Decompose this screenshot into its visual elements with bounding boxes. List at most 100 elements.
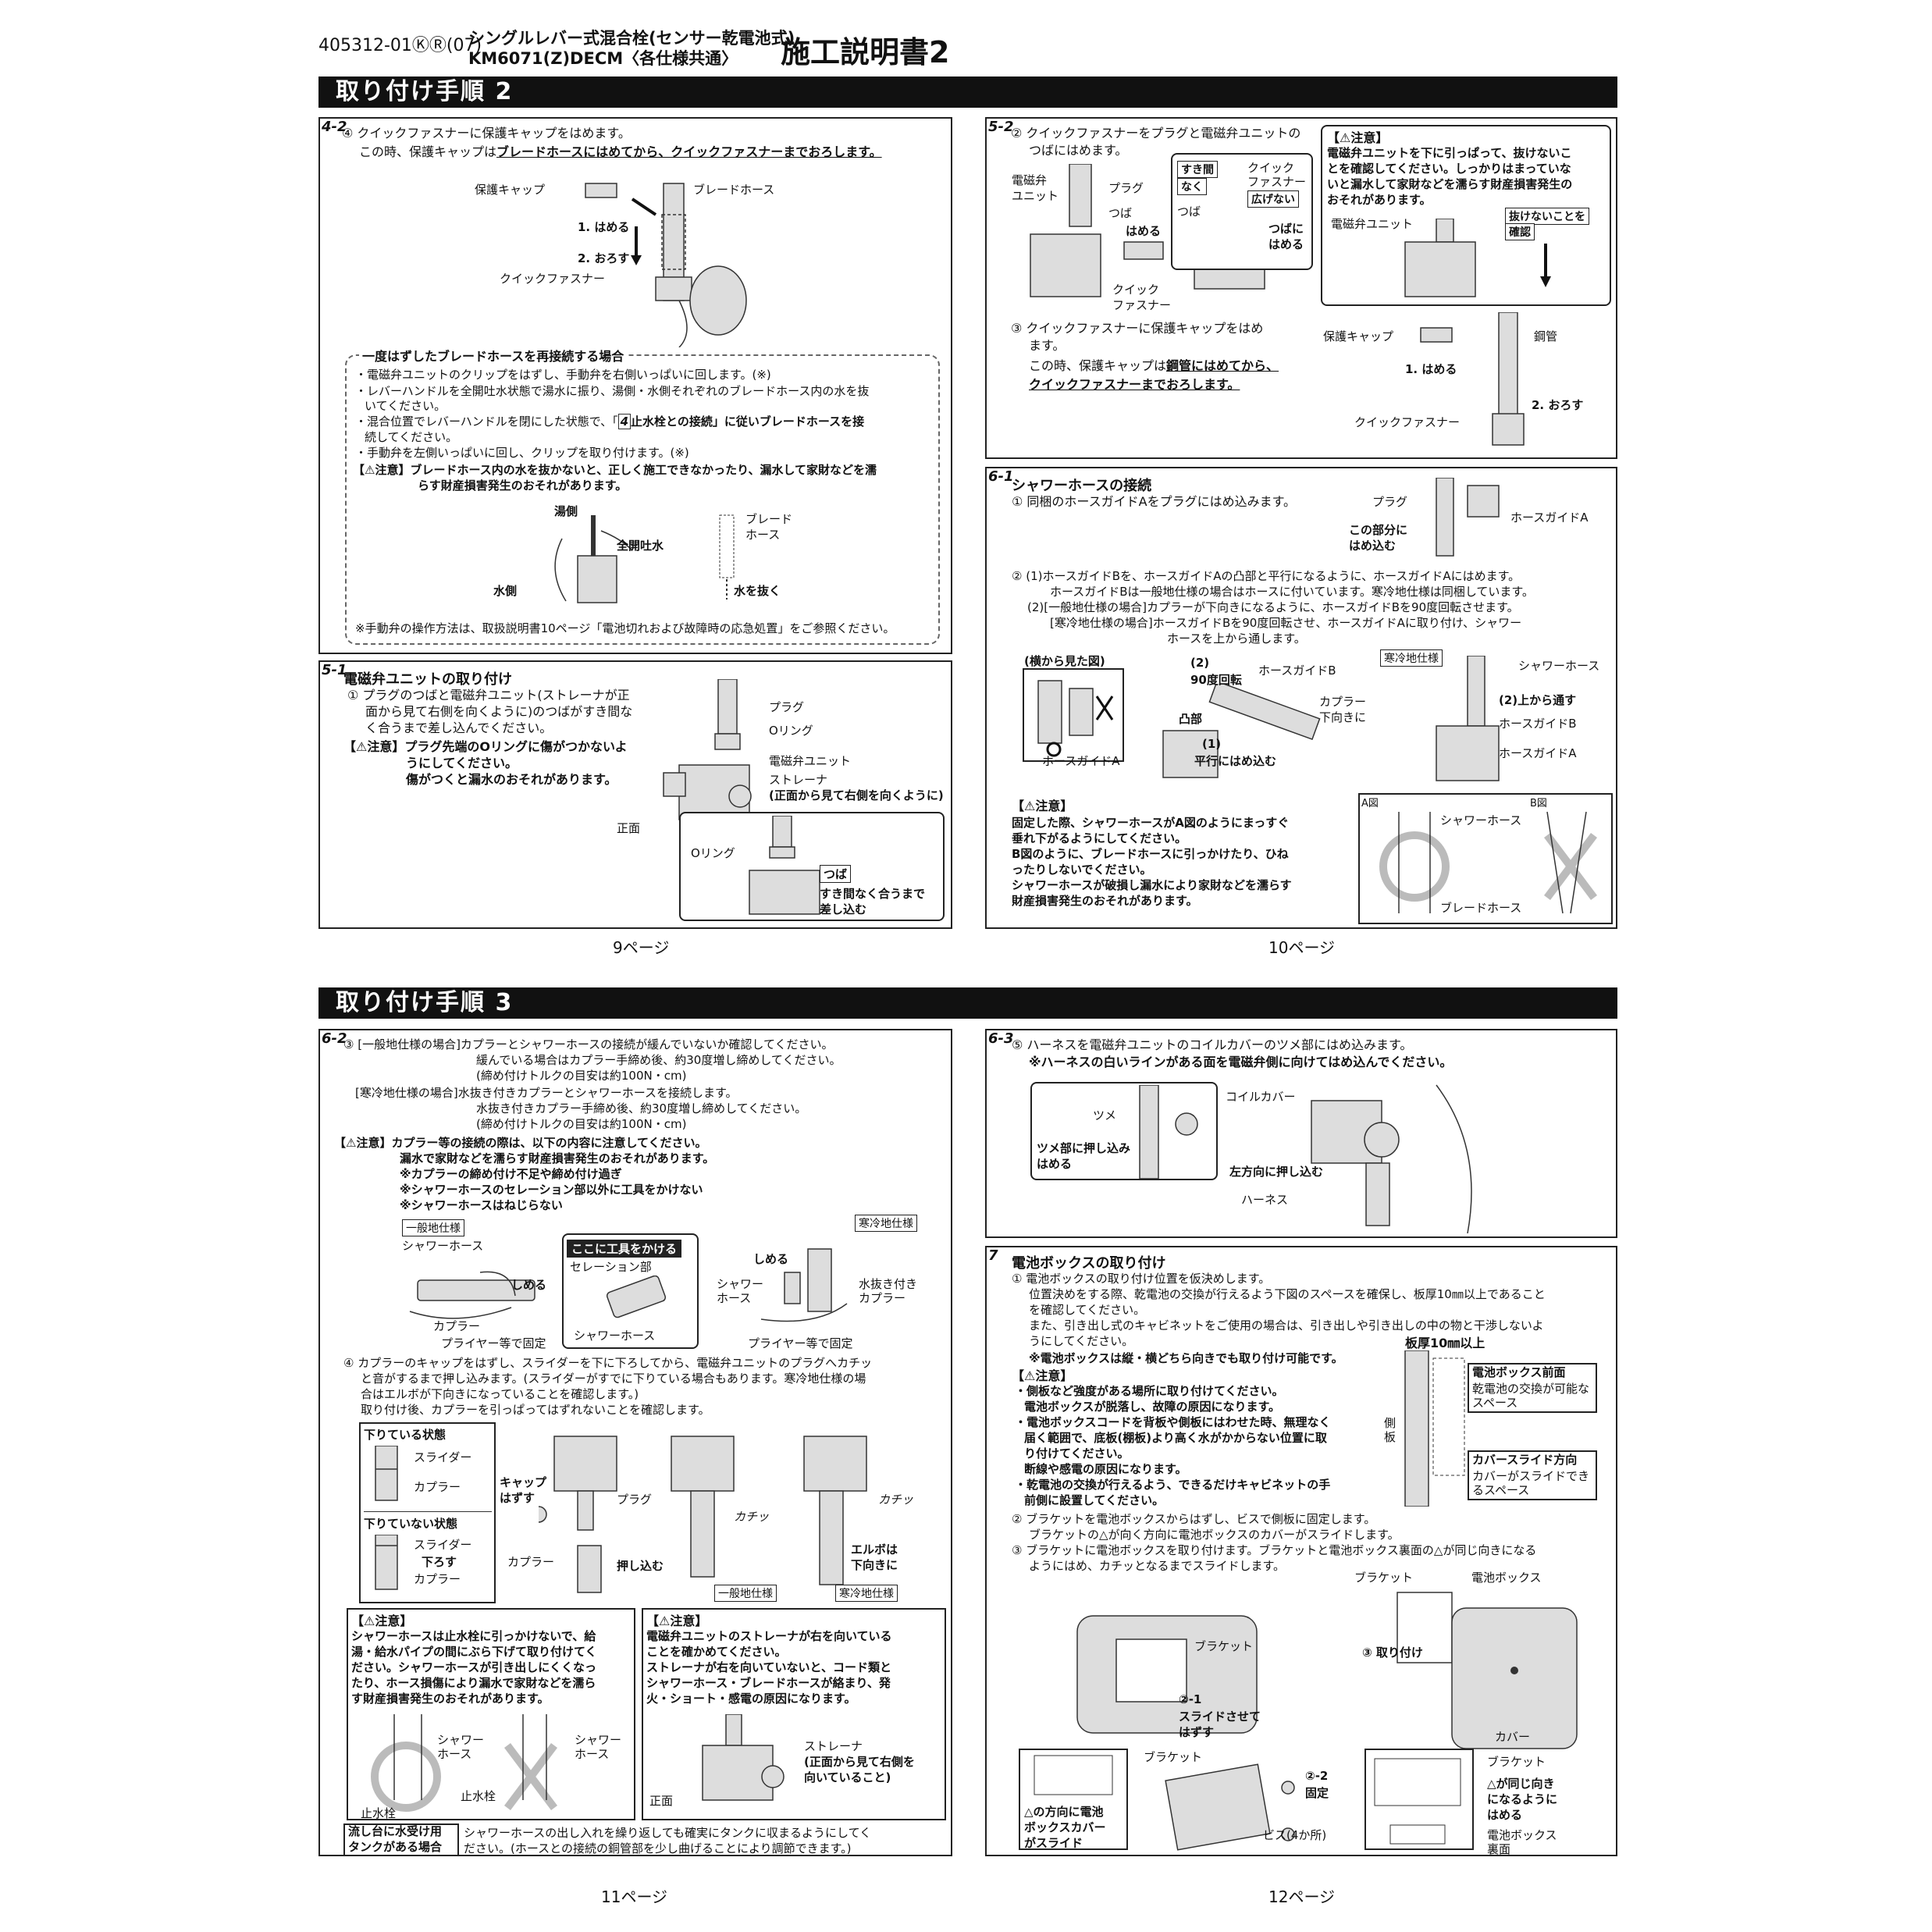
label-coupler: カプラー: [1319, 695, 1367, 709]
caution-text: ことを確かめてください。: [646, 1645, 787, 1659]
label-shower-hose: シャワーホース: [574, 1329, 656, 1343]
instruction-text: 水抜き付きカプラー手締め後、約30度増し締めしてください。: [476, 1101, 807, 1115]
product-line-2: KM6071(Z)DECM〈各仕様共通〉: [468, 49, 738, 68]
section-band-3: 取り付け手順 3: [318, 987, 1617, 1019]
step-number: 6-3: [988, 1030, 1014, 1047]
tank-case-label-box: [343, 1823, 459, 1856]
label-flange: つば: [820, 865, 852, 883]
label-braided-hose: ブレードホース: [693, 183, 775, 197]
label-back-face: 裏面: [1487, 1842, 1511, 1856]
instruction-text: ホースガイドBは一般地仕様の場合はホースに付いています。寒冷地仕様は同梱していま…: [1050, 585, 1534, 599]
label-stop-valve: 止水栓: [361, 1806, 397, 1820]
label-hose-guide-a: ホースガイドA: [1510, 511, 1589, 525]
label-tank-case-2: タンクがある場合: [348, 1840, 443, 1854]
caution-text: ※シャワーホースのセレーション部以外に工具をかけない: [400, 1183, 703, 1197]
caution-text: 電池ボックスが脱落し、故障の原因になります。: [1024, 1400, 1281, 1414]
instruction-text: ブラケットの△が向く方向に電池ボックスのカバーがスライドします。: [1029, 1528, 1400, 1542]
label-lower: 2. おろす: [578, 251, 630, 265]
label-serration: セレーション部: [570, 1260, 652, 1274]
label-lower: 2. おろす: [1532, 398, 1584, 412]
instruction-text: (2)[一般地仕様の場合]カプラーが下向きになるように、ホースガイドBを90度回…: [1027, 600, 1519, 614]
label-shower: シャワー: [717, 1277, 764, 1291]
label-protective-cap: 保護キャップ: [1323, 329, 1394, 343]
detail-inset: [679, 812, 945, 921]
ref-step: 4: [617, 414, 632, 429]
label-coupler: カプラー: [414, 1480, 461, 1494]
instruction-text: つばにはめます。: [1029, 143, 1128, 158]
label-strainer-direction: (正面から見て右側を: [804, 1755, 915, 1769]
claw-detail-figure: [1139, 1085, 1198, 1179]
caution-text: 前側に設置してください。: [1024, 1493, 1165, 1507]
step-title: 電磁弁ユニットの取り付け: [343, 671, 512, 688]
coupler-lowered-figure: [375, 1446, 398, 1501]
step-7-box: [985, 1246, 1617, 1856]
ab-comparison-inset: [1358, 793, 1613, 924]
instruction-text: 位置決めをする際、乾電池の交換が行えるよう下図のスペースを確保し、板厚10㎜以上…: [1029, 1287, 1546, 1301]
caution-text: り付けてください。: [1024, 1446, 1130, 1461]
side-view-figure: [1037, 680, 1114, 757]
label-fix: 固定: [1305, 1786, 1329, 1800]
shower-hose-hanging-figure: [371, 1714, 557, 1812]
label-shower: シャワー: [575, 1733, 622, 1747]
label-flange: つば: [1177, 205, 1201, 219]
cold-region-guide-figure: [1436, 656, 1500, 781]
caution-text: 財産損害発生のおそれがあります。: [1012, 894, 1198, 908]
label-slide-direction-3: がスライド: [1024, 1836, 1083, 1850]
caution-text: たり、ホース損傷により漏水で家財などを濡ら: [351, 1676, 596, 1690]
label-cover: カバー: [1495, 1730, 1531, 1744]
lever-drain-figure: [554, 514, 735, 603]
caution-text: 電磁弁ユニットのストレーナが右を向いている: [646, 1629, 892, 1643]
label-push-in: 押し込む: [617, 1559, 664, 1573]
label-flange: つば: [1108, 206, 1133, 220]
hose-guide-a-figure: [1436, 478, 1500, 557]
label-downward: 下向きに: [1319, 710, 1367, 724]
oring-detail-figure: [749, 816, 820, 915]
instruction-text: ④ クイックファスナーに保護キャップをはめます。: [342, 126, 631, 141]
label-coupler: カプラー: [859, 1291, 906, 1305]
note-line: 続してください。: [365, 430, 458, 444]
harness-figure: [1311, 1084, 1472, 1233]
label-this-part: この部分に: [1349, 523, 1408, 537]
section-band-2: 取り付け手順 2: [318, 76, 1617, 108]
label-solenoid-unit: 電磁弁ユニット: [1331, 217, 1414, 231]
emphasis-text: クイックファスナーまでおろします。: [1029, 377, 1240, 392]
footnote: ※手動弁の操作方法は、取扱説明書10ページ「電池切れおよび故障時の応急処置」をご…: [355, 621, 895, 635]
label-plier-fix: プライヤー等で固定: [748, 1336, 853, 1350]
label-bracket: ブラケット: [1144, 1750, 1203, 1764]
label-click-sound: カチッ: [878, 1493, 914, 1507]
caution-title: 【⚠注意】: [351, 1614, 413, 1628]
label-battery-box: 電池ボックス: [1487, 1828, 1557, 1842]
hose-guide-b-figure: [1162, 684, 1321, 778]
label-front: 正面: [617, 821, 641, 835]
label-cold-side: 水側: [493, 584, 518, 598]
label-board-thickness: 板厚10㎜以上: [1405, 1336, 1485, 1350]
caution-text: いと漏水して家財などを濡らす財産損害発生の: [1327, 177, 1573, 191]
instruction-text: 面から見て右側を向くように)のつばがすき間な: [365, 704, 633, 719]
label-braided: ブレード: [745, 512, 793, 526]
label-tank-case: 流し台に水受け用: [348, 1824, 443, 1838]
label-hose-guide-b: ホースガイドB: [1499, 717, 1577, 731]
caution-text: シャワーホースは止水栓に引っかけないで、給: [351, 1629, 596, 1643]
strainer-direction-figure: [702, 1714, 785, 1801]
instruction-text: ※電池ボックスは縦・横どちら向きでも取り付け可能です。: [1029, 1351, 1343, 1365]
label-fit: 1. はめる: [578, 220, 630, 234]
label-fastener: ファスナー: [1247, 175, 1307, 189]
coupler-raised-figure: [375, 1535, 398, 1590]
label-figure-a: A図: [1361, 798, 1379, 809]
instruction-text: ようにはめ、カチッとなるまでスライドします。: [1029, 1559, 1286, 1573]
page-number: 12ページ: [1268, 1888, 1336, 1906]
bracket-screw-figure: [1165, 1763, 1295, 1851]
label-fit: はめる: [1268, 237, 1304, 251]
label-shower-hose: シャワーホース: [1518, 659, 1600, 673]
label-strainer-direction-2: 向いていること): [804, 1770, 891, 1784]
label-attach: ③ 取り付け: [1362, 1646, 1423, 1660]
instruction-text: ※ハーネスの白いラインがある面を電磁弁側に向けてはめ込んでください。: [1029, 1055, 1453, 1069]
tag-general-region: 一般地仕様: [402, 1219, 464, 1236]
caution-title: 【⚠注意】: [1327, 130, 1389, 145]
step-number: 5-1: [322, 662, 347, 678]
battery-box-figure: [1076, 1592, 1578, 1749]
caution-text: 漏水で家財などを濡らす財産損害発生のおそれがあります。: [400, 1151, 715, 1165]
instruction-text: ホースを上から通します。: [1167, 632, 1306, 646]
label-hose-guide-a: ホースガイドA: [1042, 754, 1120, 768]
label-fit: 1. はめる: [1405, 362, 1457, 376]
